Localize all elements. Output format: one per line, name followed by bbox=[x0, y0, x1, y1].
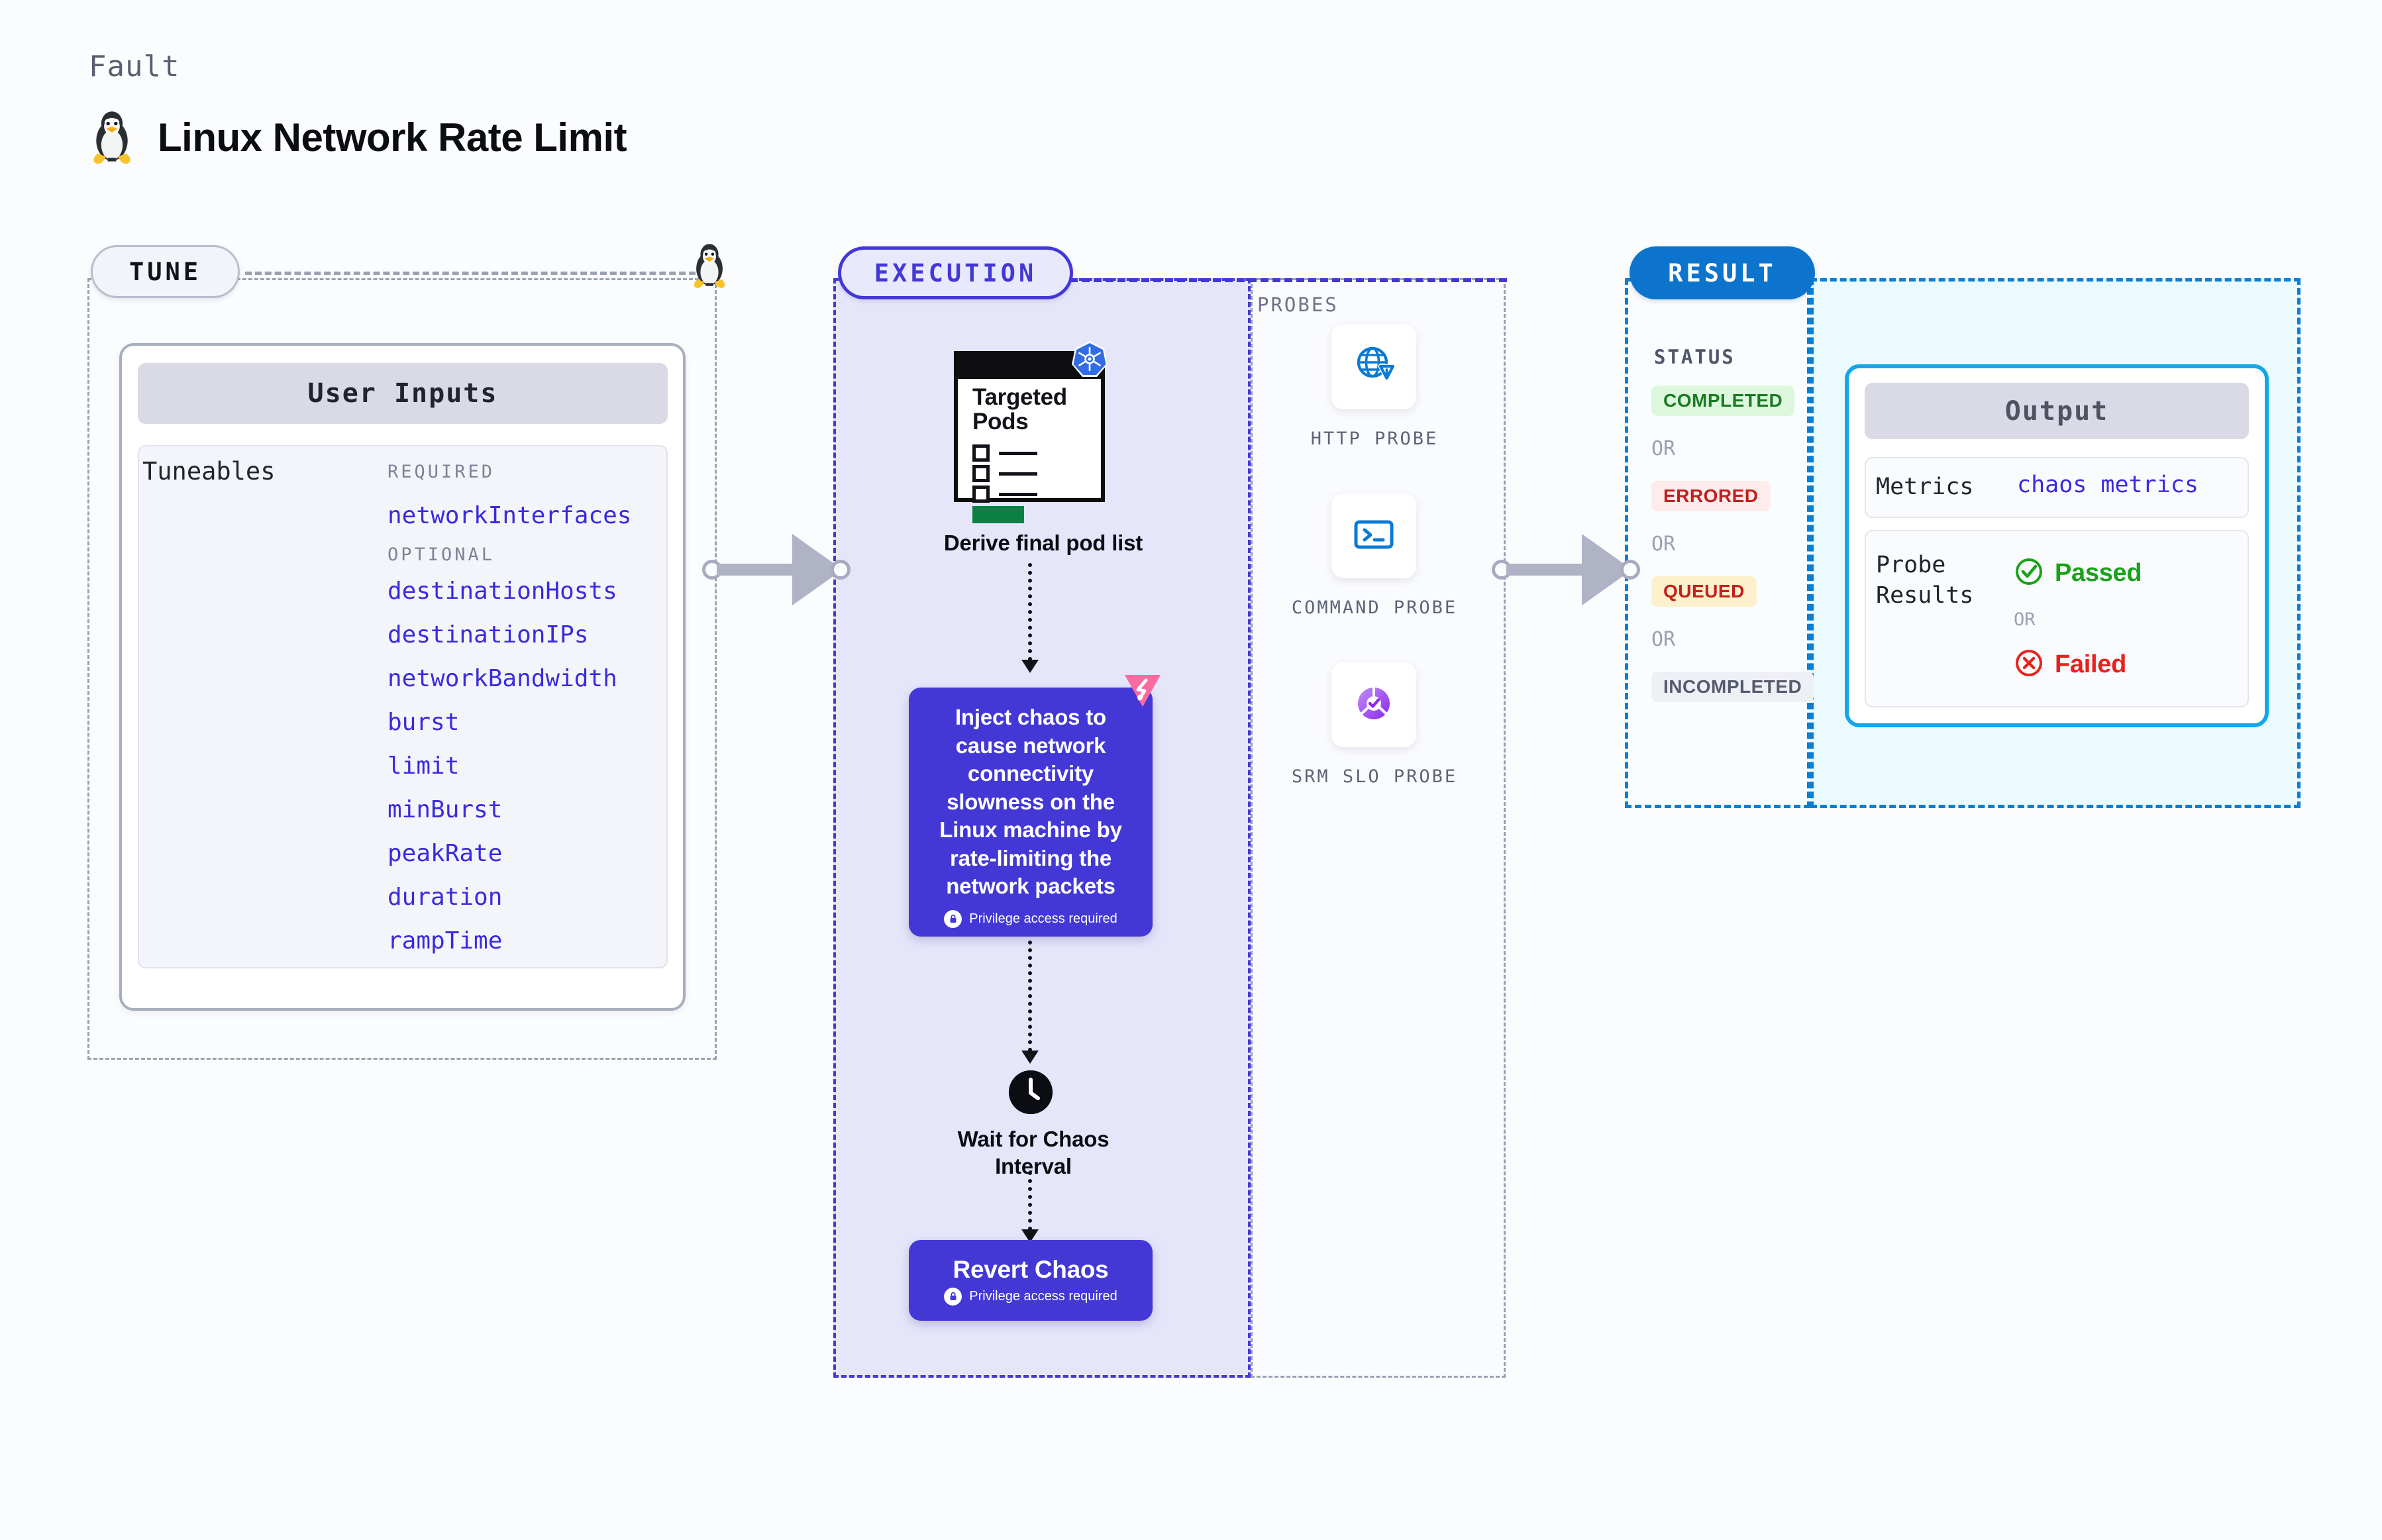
pods-line bbox=[999, 492, 1037, 496]
status-or-1: OR bbox=[1651, 437, 1676, 460]
inject-chaos-text: Inject chaos to cause network connectivi… bbox=[939, 705, 1122, 899]
check-circle-icon bbox=[2014, 556, 2044, 590]
tuneable-networkBandwidth[interactable]: networkBandwidth bbox=[388, 665, 617, 692]
probe-result-failed: Failed bbox=[2014, 648, 2126, 682]
arrow-to-chaos-step bbox=[980, 563, 1080, 676]
litmuschaos-icon bbox=[1122, 671, 1163, 714]
output-header: Output bbox=[1865, 383, 2249, 439]
linux-penguin-icon bbox=[89, 109, 135, 165]
probe-tile-command[interactable] bbox=[1331, 493, 1416, 578]
output-metrics-row bbox=[1865, 457, 2249, 518]
probe-result-passed: Passed bbox=[2014, 556, 2142, 590]
pods-row-3 bbox=[972, 486, 1037, 503]
tune-linux-penguin-icon bbox=[690, 242, 729, 293]
x-circle-icon bbox=[2014, 648, 2044, 682]
output-metrics-value[interactable]: chaos metrics bbox=[2017, 472, 2199, 498]
tune-leader-line bbox=[245, 272, 696, 275]
output-metrics-key: Metrics bbox=[1876, 474, 1974, 500]
terminal-icon bbox=[1349, 510, 1398, 562]
status-heading: STATUS bbox=[1654, 346, 1735, 368]
output-probe-results-row bbox=[1865, 530, 2249, 707]
derive-pod-list-caption: Derive final pod list bbox=[943, 531, 1143, 555]
lock-icon bbox=[944, 1287, 962, 1306]
user-inputs-header: User Inputs bbox=[138, 363, 668, 424]
tuneable-duration[interactable]: duration bbox=[388, 884, 503, 911]
execution-leader-line bbox=[1070, 278, 1507, 282]
probe-label-command: COMMAND PROBE bbox=[1291, 597, 1458, 618]
inject-chaos-step[interactable]: Inject chaos to cause network connectivi… bbox=[909, 688, 1153, 937]
inject-chaos-privilege-note: Privilege access required bbox=[944, 909, 1117, 928]
result-pill[interactable]: RESULT bbox=[1630, 246, 1815, 299]
probe-tile-http[interactable] bbox=[1331, 325, 1416, 409]
pods-checkbox bbox=[972, 444, 990, 462]
status-or-3: OR bbox=[1651, 628, 1676, 651]
page-title-row: Linux Network Rate Limit bbox=[89, 109, 627, 165]
probes-panel bbox=[1251, 278, 1506, 1378]
wait-for-chaos-caption: Wait for Chaos Interval bbox=[957, 1127, 1110, 1178]
targeted-pods-card: Targeted Pods bbox=[954, 351, 1105, 523]
probe-label-srm-slo: SRM SLO PROBE bbox=[1291, 766, 1458, 787]
tune-pill[interactable]: TUNE bbox=[91, 245, 240, 298]
privilege-note-text: Privilege access required bbox=[969, 1288, 1117, 1304]
pods-checkbox bbox=[972, 486, 990, 503]
status-badge-incompleted: INCOMPLETED bbox=[1651, 672, 1814, 702]
tuneable-destinationHosts[interactable]: destinationHosts bbox=[388, 578, 617, 605]
tuneable-burst[interactable]: burst bbox=[388, 709, 460, 736]
output-probe-results-key: Probe Results bbox=[1876, 552, 1974, 609]
clock-icon bbox=[1009, 1070, 1053, 1114]
status-badge-queued: QUEUED bbox=[1651, 576, 1757, 607]
pods-progress-bar bbox=[972, 506, 1024, 523]
probe-label-http: HTTP PROBE bbox=[1310, 429, 1439, 449]
tuneable-peakRate[interactable]: peakRate bbox=[388, 840, 503, 867]
page-title: Linux Network Rate Limit bbox=[158, 115, 627, 160]
pods-checkbox bbox=[972, 465, 990, 482]
pods-card-title: Targeted Pods bbox=[972, 384, 1067, 435]
arrow-to-wait-step bbox=[980, 941, 1080, 1066]
status-or-2: OR bbox=[1651, 533, 1676, 556]
pods-row-2 bbox=[972, 465, 1037, 482]
revert-chaos-step[interactable]: Revert Chaos Privilege access required bbox=[909, 1240, 1153, 1321]
pods-line bbox=[999, 472, 1037, 476]
globe-warning-icon bbox=[1349, 341, 1398, 393]
group-label-required: REQUIRED bbox=[388, 462, 495, 482]
page-kicker: Fault bbox=[89, 50, 180, 83]
revert-privilege-note: Privilege access required bbox=[944, 1287, 1117, 1306]
connector-execution-to-result bbox=[1492, 523, 1640, 616]
tuneables-label: Tuneables bbox=[142, 457, 276, 486]
slo-check-icon bbox=[1349, 679, 1398, 731]
probes-title: PROBES bbox=[1257, 293, 1339, 316]
lock-icon bbox=[944, 909, 962, 928]
tuneable-limit[interactable]: limit bbox=[388, 752, 460, 780]
failed-label: Failed bbox=[2055, 650, 2127, 678]
tuneable-networkInterfaces[interactable]: networkInterfaces bbox=[388, 502, 632, 529]
connector-tune-to-execution bbox=[702, 523, 851, 616]
passed-label: Passed bbox=[2055, 559, 2142, 587]
execution-pill[interactable]: EXECUTION bbox=[838, 246, 1073, 299]
status-badge-errored: ERRORED bbox=[1651, 481, 1771, 511]
tuneables-body bbox=[138, 445, 668, 968]
tuneable-rampTime[interactable]: rampTime bbox=[388, 927, 503, 954]
group-label-optional: OPTIONAL bbox=[388, 544, 495, 565]
arrow-to-revert-step bbox=[980, 1171, 1080, 1244]
probe-tile-srm-slo[interactable] bbox=[1331, 662, 1416, 747]
probe-result-or: OR bbox=[2014, 609, 2036, 630]
revert-chaos-title: Revert Chaos bbox=[953, 1255, 1109, 1283]
pods-line bbox=[999, 451, 1037, 455]
tuneable-minBurst[interactable]: minBurst bbox=[388, 796, 503, 823]
kubernetes-icon bbox=[1070, 339, 1110, 382]
privilege-note-text: Privilege access required bbox=[969, 911, 1117, 926]
tuneable-destinationIPs[interactable]: destinationIPs bbox=[388, 621, 589, 648]
pods-row-1 bbox=[972, 444, 1037, 462]
status-badge-completed: COMPLETED bbox=[1651, 385, 1795, 416]
